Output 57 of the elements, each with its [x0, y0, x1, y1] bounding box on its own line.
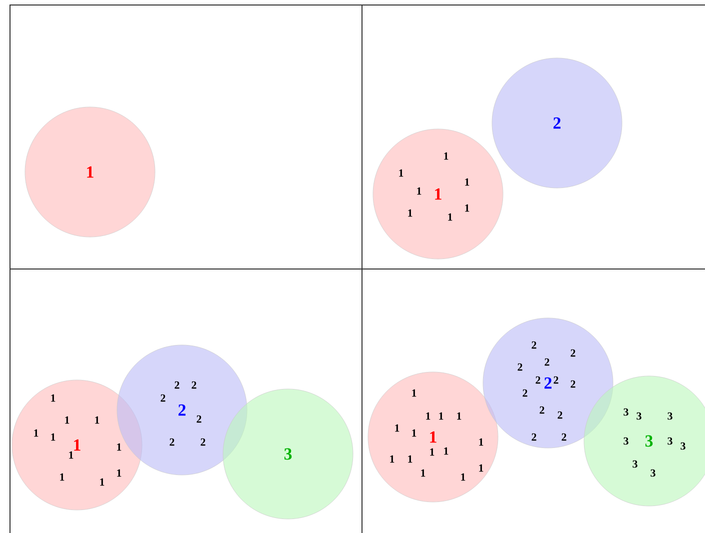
data-point-label: 1	[479, 438, 484, 446]
data-point-label: 2	[196, 415, 202, 423]
data-point-label: 2	[562, 433, 566, 441]
data-point-label: 1	[95, 416, 100, 424]
data-point-label: 1	[444, 447, 448, 455]
data-point-label: 2	[554, 376, 558, 384]
data-point-label: 3	[632, 460, 638, 468]
data-point-label: 1	[412, 389, 416, 397]
data-point-label: 3	[624, 437, 628, 445]
data-point-label: 2	[544, 358, 550, 366]
data-point-label: 1	[465, 204, 470, 212]
data-point-label: 2	[536, 376, 540, 384]
data-point-label: 1	[457, 412, 462, 420]
data-point-label: 2	[532, 433, 536, 441]
data-point-label: 1	[417, 187, 422, 195]
data-point-label: 2	[558, 411, 562, 419]
data-point-label: 2	[540, 406, 544, 414]
data-point-label: 2	[518, 363, 522, 371]
data-point-label: 1	[51, 394, 56, 402]
data-point-label: 1	[421, 469, 426, 477]
data-point-label: 1	[399, 169, 404, 177]
data-point-label: 1	[390, 455, 394, 463]
data-point-label: 1	[465, 178, 470, 186]
data-point-label: 1	[444, 152, 448, 160]
data-point-label: 1	[461, 473, 466, 481]
data-point-label: 1	[117, 443, 122, 451]
data-point-label: 1	[430, 448, 434, 456]
data-point-label: 2	[200, 438, 206, 446]
data-point-label: 1	[69, 451, 74, 459]
data-point-label: 1	[100, 478, 104, 486]
data-point-label: 1	[34, 429, 38, 437]
data-point-label: 1	[479, 464, 484, 472]
data-point-label: 3	[680, 442, 686, 450]
data-point-label: 1	[426, 412, 430, 420]
data-point-label: 2	[570, 349, 576, 357]
data-point-label: 3	[668, 437, 672, 445]
data-point-label: 1	[439, 412, 444, 420]
data-point-label: 2	[570, 380, 576, 388]
data-point-label: 1	[408, 209, 412, 217]
data-point-label: 1	[448, 213, 452, 221]
data-point-label: 3	[650, 469, 656, 477]
data-point-label: 2	[192, 381, 196, 389]
data-point-label: 1	[51, 433, 56, 441]
data-point-label: 3	[624, 408, 628, 416]
data-point-label: 1	[65, 416, 70, 424]
data-point-label: 1	[412, 429, 416, 437]
data-point-label: 2	[160, 394, 166, 402]
data-point-label: 1	[117, 469, 122, 477]
data-point-label: 2	[532, 341, 536, 349]
data-point-label: 2	[170, 438, 174, 446]
data-point-label: 3	[668, 412, 672, 420]
data-point-label: 1	[395, 424, 400, 432]
data-point-label: 2	[522, 389, 528, 397]
data-point-label: 3	[636, 412, 642, 420]
data-point-label: 1	[60, 473, 64, 481]
data-point-label: 2	[174, 381, 180, 389]
data-point-label: 1	[408, 455, 412, 463]
